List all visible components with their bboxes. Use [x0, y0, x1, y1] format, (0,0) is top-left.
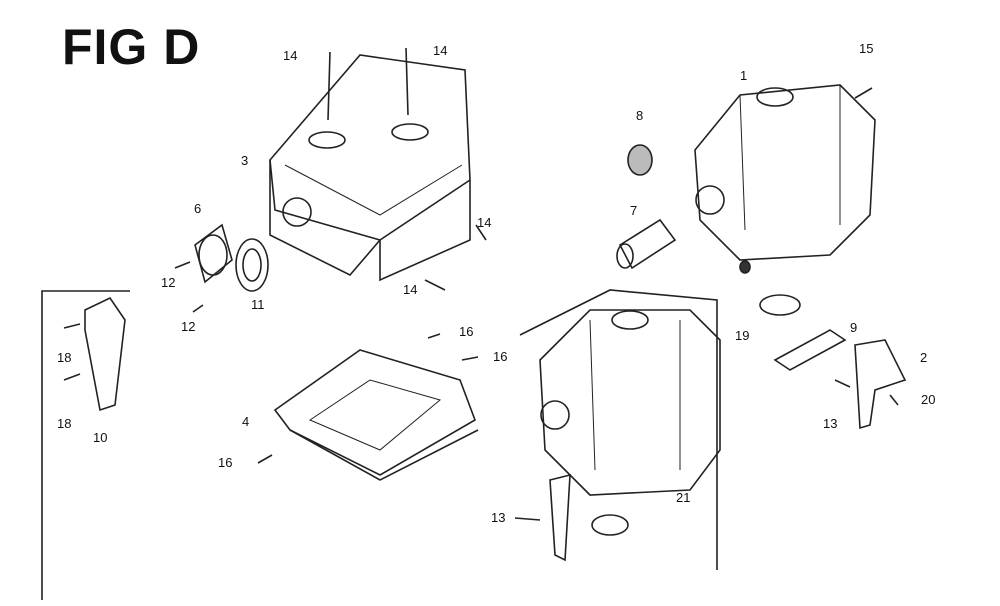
- screw: [327, 51, 331, 121]
- plate: [194, 223, 233, 284]
- callout-10: 10: [93, 430, 108, 445]
- callout-13: 13: [491, 510, 506, 525]
- callout-12: 12: [181, 319, 196, 334]
- callout-11: 11: [251, 297, 265, 312]
- callout-14: 14: [477, 215, 492, 230]
- muffler-upper: [694, 84, 876, 261]
- muffler-bracket: [854, 339, 907, 430]
- spark-arrester-cap: [627, 144, 653, 176]
- figure-title: FIG D: [62, 19, 201, 75]
- callout-21: 21: [676, 490, 691, 505]
- muffler-protector: [273, 349, 479, 481]
- callout-18: 18: [57, 416, 72, 431]
- callout-16: 16: [218, 455, 233, 470]
- screw: [475, 224, 487, 241]
- callout-20: 20: [921, 392, 936, 407]
- callout-14: 14: [403, 282, 418, 297]
- callout-18: 18: [57, 350, 72, 365]
- callout-15: 15: [859, 41, 874, 56]
- callout-1: 1: [740, 68, 748, 83]
- muffler-gasket: [773, 329, 847, 371]
- callout-12: 12: [161, 275, 176, 290]
- group-bracket-right: [519, 289, 718, 570]
- gasket: [235, 238, 269, 292]
- callout-2: 2: [920, 350, 928, 365]
- screw: [405, 47, 409, 116]
- callout-8: 8: [636, 108, 644, 123]
- screw: [424, 279, 446, 291]
- group-bracket-left: [41, 290, 130, 600]
- callout-14: 14: [433, 43, 448, 58]
- callout-16: 16: [493, 349, 508, 364]
- heat-shield: [84, 296, 126, 412]
- callout-6: 6: [194, 201, 202, 216]
- callout-16: 16: [459, 324, 474, 339]
- callout-14: 14: [283, 48, 298, 63]
- callout-3: 3: [241, 153, 249, 168]
- callout-9: 9: [850, 320, 858, 335]
- spark-arrester-screen: [618, 218, 677, 270]
- muffler-cover: [269, 54, 471, 282]
- callout-13: 13: [823, 416, 838, 431]
- callout-7: 7: [630, 203, 638, 218]
- muffler-lower: [539, 309, 721, 496]
- callout-19: 19: [735, 328, 750, 343]
- callout-4: 4: [242, 414, 250, 429]
